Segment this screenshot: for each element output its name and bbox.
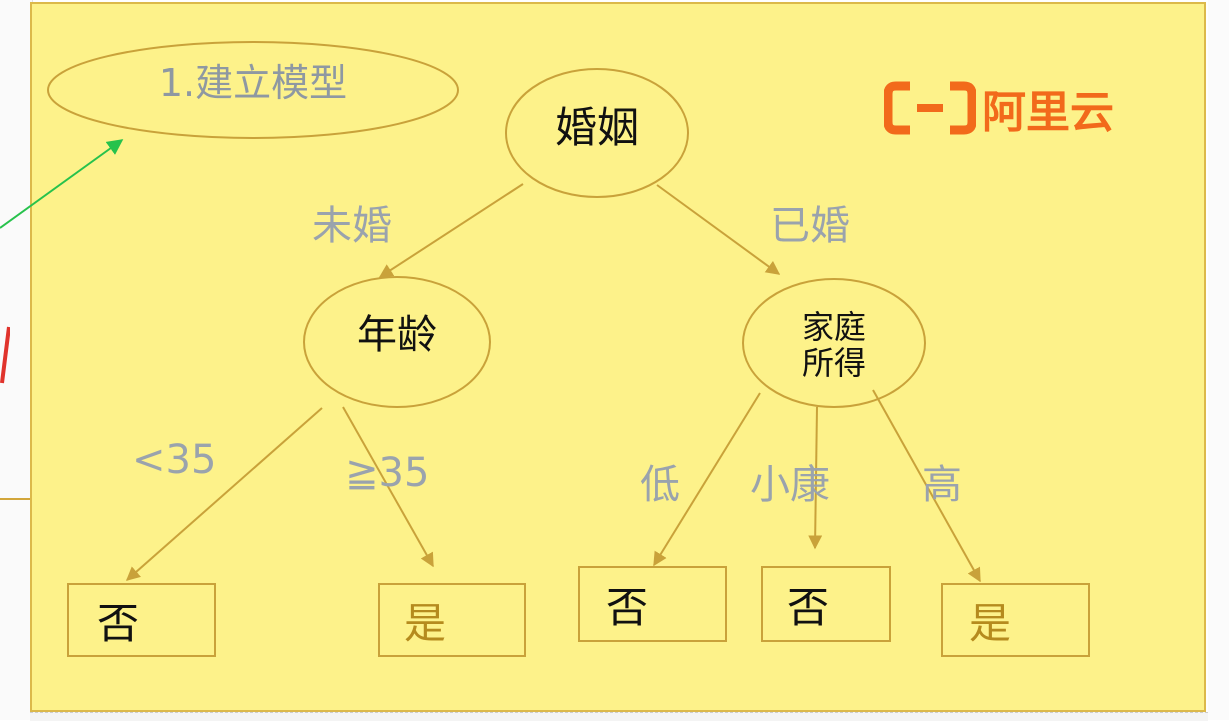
edge-age-ge35 bbox=[342, 406, 434, 568]
aliyun-logo-icon bbox=[884, 81, 976, 135]
pointer-arrow bbox=[0, 139, 124, 229]
node-age bbox=[303, 276, 491, 408]
age-node-label: 年龄 bbox=[357, 312, 437, 358]
leaf-yes-income-high: 是 bbox=[941, 583, 1090, 657]
edge-unmarried bbox=[378, 183, 524, 278]
leaf-yes-age-ge35: 是 bbox=[378, 583, 526, 657]
income-node-label-line2: 所得 bbox=[801, 344, 866, 382]
label-income-moderate: 小康 bbox=[750, 462, 830, 508]
left-panel-divider bbox=[0, 498, 32, 500]
leaf-no-age-lt35: 否 bbox=[67, 583, 216, 657]
slide-bottom-edge bbox=[30, 712, 1208, 721]
right-panel-edge bbox=[1208, 0, 1229, 720]
edge-income-moderate bbox=[808, 406, 823, 550]
red-mark-icon bbox=[0, 326, 10, 384]
root-node-marriage bbox=[505, 68, 689, 198]
label-unmarried: 未婚 bbox=[312, 203, 392, 249]
root-node-label: 婚姻 bbox=[554, 103, 639, 152]
edge-married bbox=[656, 184, 781, 275]
label-age-lt35: <35 bbox=[132, 437, 217, 483]
leaf-no-income-moderate: 否 bbox=[761, 566, 891, 642]
label-income-low: 低 bbox=[640, 462, 680, 508]
label-age-ge35: ≧35 bbox=[345, 450, 430, 496]
edge-income-low bbox=[653, 392, 761, 567]
node-family-income bbox=[742, 278, 926, 408]
income-node-label-line1: 家庭 bbox=[801, 308, 866, 346]
edge-age-lt35 bbox=[125, 407, 323, 581]
label-married: 已婚 bbox=[770, 203, 850, 249]
slide-canvas bbox=[30, 2, 1206, 712]
brand-logo: 阿里云 bbox=[884, 80, 1114, 138]
step-title: 1.建立模型 bbox=[158, 60, 348, 105]
step-title-ellipse bbox=[47, 41, 459, 139]
label-income-high: 高 bbox=[922, 462, 962, 508]
edge-income-high bbox=[872, 389, 981, 583]
brand-name: 阿里云 bbox=[982, 87, 1114, 138]
leaf-no-income-low: 否 bbox=[578, 566, 727, 642]
